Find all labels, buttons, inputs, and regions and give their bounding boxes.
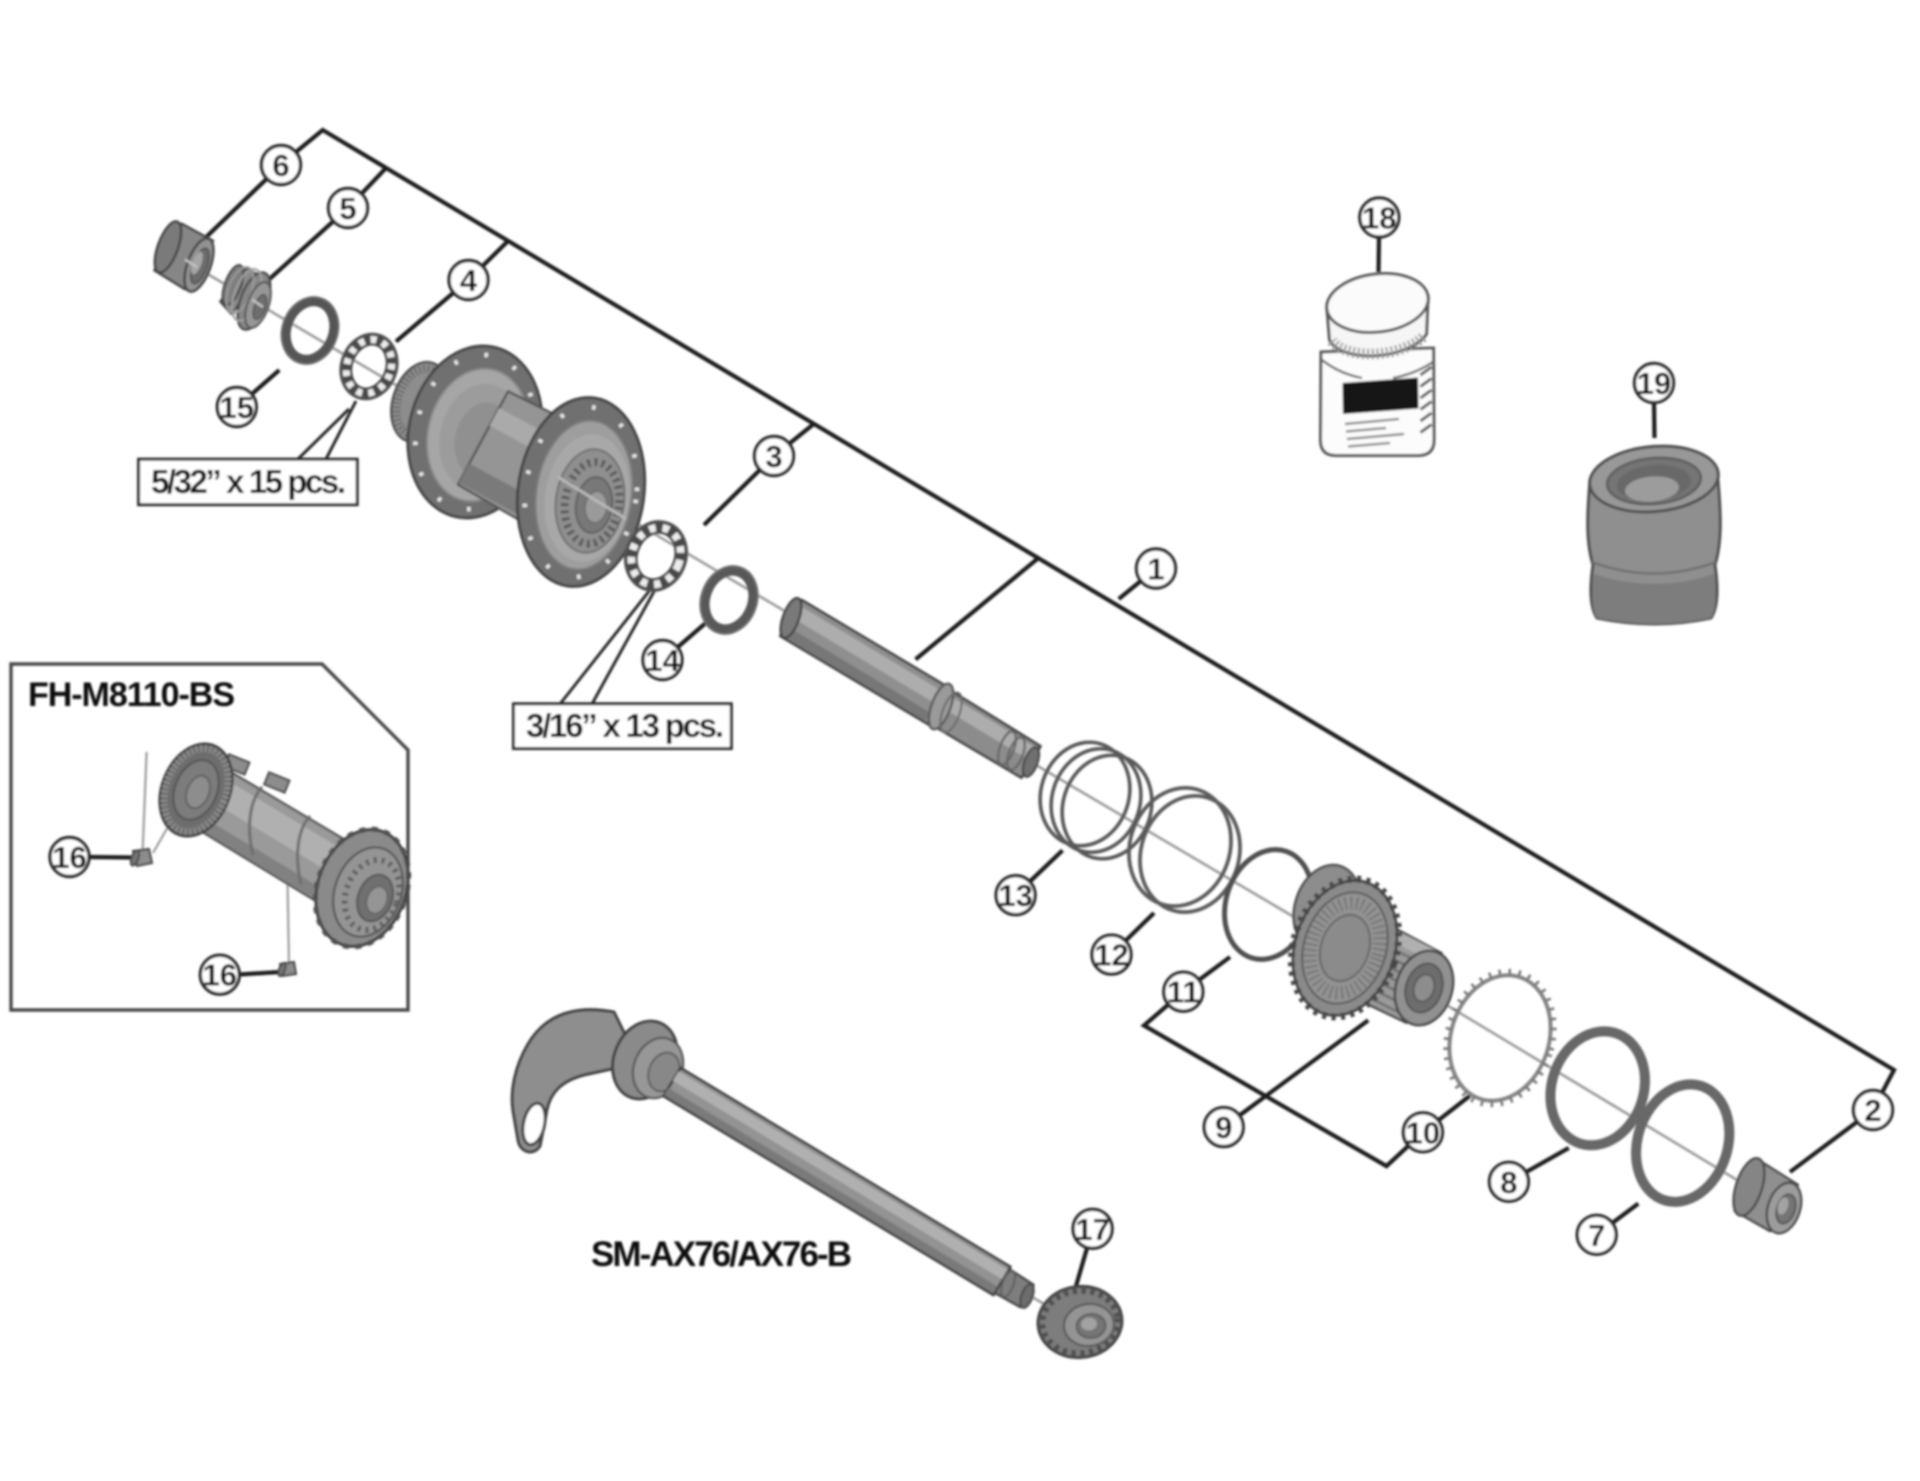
svg-text:14: 14 [645, 643, 680, 678]
svg-text:16: 16 [52, 840, 86, 875]
svg-text:18: 18 [1362, 201, 1396, 236]
svg-text:11: 11 [1167, 975, 1200, 1010]
svg-text:5: 5 [339, 191, 356, 226]
svg-text:10: 10 [1406, 1115, 1440, 1150]
svg-text:1: 1 [1147, 552, 1164, 587]
svg-text:15: 15 [220, 390, 254, 425]
svg-text:5/32” x 15 pcs.: 5/32” x 15 pcs. [151, 463, 346, 500]
svg-text:16: 16 [203, 958, 237, 993]
svg-text:4: 4 [460, 263, 478, 298]
svg-text:6: 6 [272, 148, 289, 183]
svg-text:8: 8 [1500, 1165, 1517, 1200]
svg-text:19: 19 [1637, 366, 1671, 401]
svg-text:3/16” x 13 pcs.: 3/16” x 13 pcs. [526, 707, 724, 744]
svg-text:17: 17 [1075, 1212, 1109, 1247]
svg-text:3: 3 [765, 439, 782, 474]
svg-text:SM-AX76/AX76-B: SM-AX76/AX76-B [591, 1235, 852, 1274]
svg-text:7: 7 [1588, 1218, 1605, 1253]
svg-text:13: 13 [998, 878, 1032, 913]
svg-text:9: 9 [1215, 1110, 1232, 1145]
svg-text:2: 2 [1864, 1093, 1881, 1128]
svg-text:12: 12 [1094, 938, 1128, 973]
svg-text:FH-M8110-BS: FH-M8110-BS [28, 676, 235, 714]
